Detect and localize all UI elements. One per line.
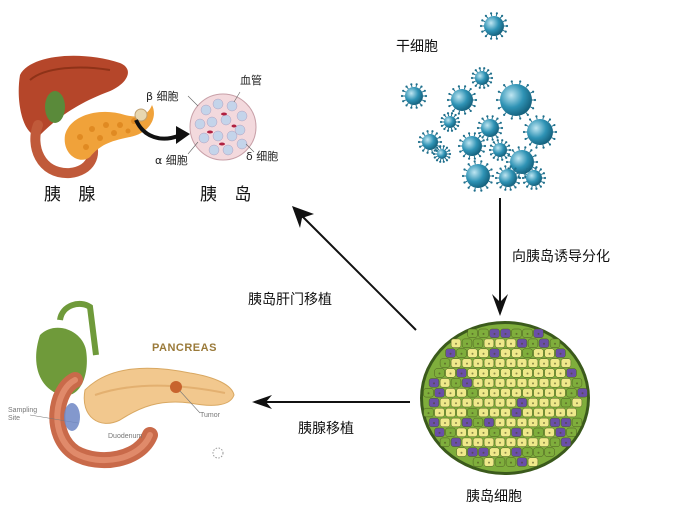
edge-islet-to-pancreas-anatomy-arrow: [252, 395, 410, 409]
pancreas-anatomy-node: PANCREAS Tumor Duodenum Sampling Site: [0, 295, 250, 485]
stem-cell: [522, 115, 558, 149]
islet-cells-illustration: [420, 321, 590, 475]
islet-illustration: [187, 91, 257, 161]
stem-cells-label: 干细胞: [396, 39, 438, 55]
stem-cell: [470, 67, 494, 89]
stem-cells-illustration: [400, 12, 558, 192]
stem-cell: [476, 115, 504, 141]
stem-cell: [446, 85, 478, 115]
stem-cell: [494, 165, 522, 191]
islet-label: 胰 岛: [200, 185, 258, 205]
sampling-site-label: Sampling Site: [8, 407, 38, 422]
stem-cell: [432, 145, 452, 163]
stem-cell: [417, 130, 443, 154]
liver-pancreas-illustration: [18, 55, 154, 179]
stem-cells-node: 干细胞: [390, 0, 677, 200]
islet-cells-node: 胰岛细胞: [410, 318, 600, 516]
duodenum-label: Duodenum: [108, 433, 143, 440]
pancreas-title: PANCREAS: [152, 342, 217, 354]
pancreas-label: 胰 腺: [44, 185, 102, 205]
pancreas-islet-node: β 细胞 血管 α 细胞 δ 细胞 胰 腺 胰 岛: [0, 0, 300, 210]
edge-stem-to-islet-arrow: [492, 198, 508, 316]
stem-cell: [439, 112, 461, 132]
beta-cell-label: β 细胞: [146, 90, 179, 103]
blood-vessel-label: 血管: [240, 74, 262, 87]
stem-cell: [488, 139, 512, 161]
tumor-label: Tumor: [200, 412, 220, 419]
islet-cells-label: 胰岛细胞: [466, 489, 522, 505]
pancreas-anatomy-illustration: [29, 300, 235, 469]
stem-cell: [400, 83, 428, 109]
stem-cell: [461, 160, 495, 192]
stem-cell: [521, 166, 547, 190]
edge-islet-to-pancreas-islet-label: 胰岛肝门移植: [248, 292, 332, 308]
edge-islet-to-pancreas-islet-arrow: [292, 206, 417, 331]
edge-islet-to-pancreas-anatomy-label: 胰腺移植: [298, 421, 354, 437]
stem-cell: [479, 12, 509, 40]
stem-cell: [495, 80, 537, 120]
alpha-cell-label: α 细胞: [155, 154, 188, 167]
delta-cell-label: δ 细胞: [246, 150, 279, 163]
stem-cell: [457, 132, 487, 160]
zoom-arrow: [134, 119, 190, 144]
edge-stem-to-islet-label: 向胰岛诱导分化: [512, 249, 610, 265]
